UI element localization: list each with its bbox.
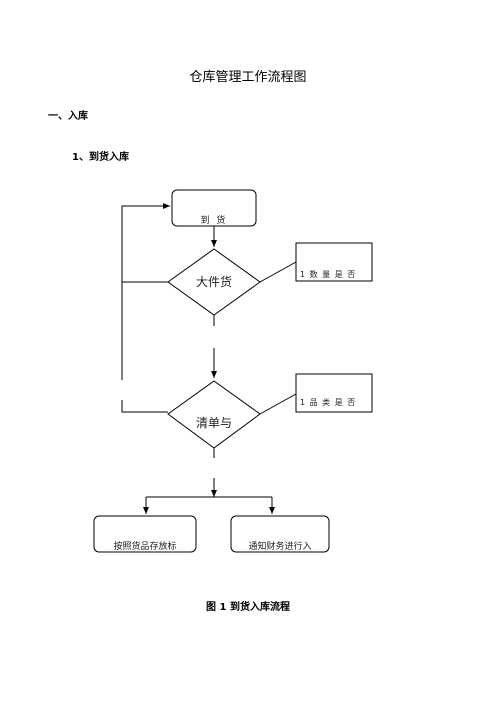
result-right-box [230, 515, 330, 553]
note-2-box [295, 373, 373, 413]
start-box-label: 到 货 [201, 214, 228, 226]
decision-2-label: 清单与 [196, 416, 232, 430]
decision-2-diamond [167, 380, 261, 449]
connector-decision-1-to-note-1 [259, 261, 297, 283]
note-1-label: 1 数 量 是 否 [300, 269, 356, 279]
loop-decision-1-to-start [121, 203, 170, 283]
note-2-label: 1 品 类 是 否 [300, 397, 356, 407]
result-left-label: 按照货品存放标 [113, 540, 176, 552]
section-heading: 一、入库 [48, 111, 88, 122]
note-1-box [295, 242, 373, 282]
subsection-heading: 1、到货入库 [72, 152, 129, 163]
connector-decision-2-to-note-2 [259, 393, 297, 415]
document-title: 仓库管理工作流程图 [189, 70, 307, 85]
decision-1-label: 大件货 [196, 274, 232, 289]
result-left-box [93, 515, 197, 553]
figure-caption: 图 1 到货入库流程 [206, 602, 290, 613]
result-right-label: 通知财务进行入 [248, 540, 311, 552]
loop-decision-2-left [121, 400, 168, 413]
